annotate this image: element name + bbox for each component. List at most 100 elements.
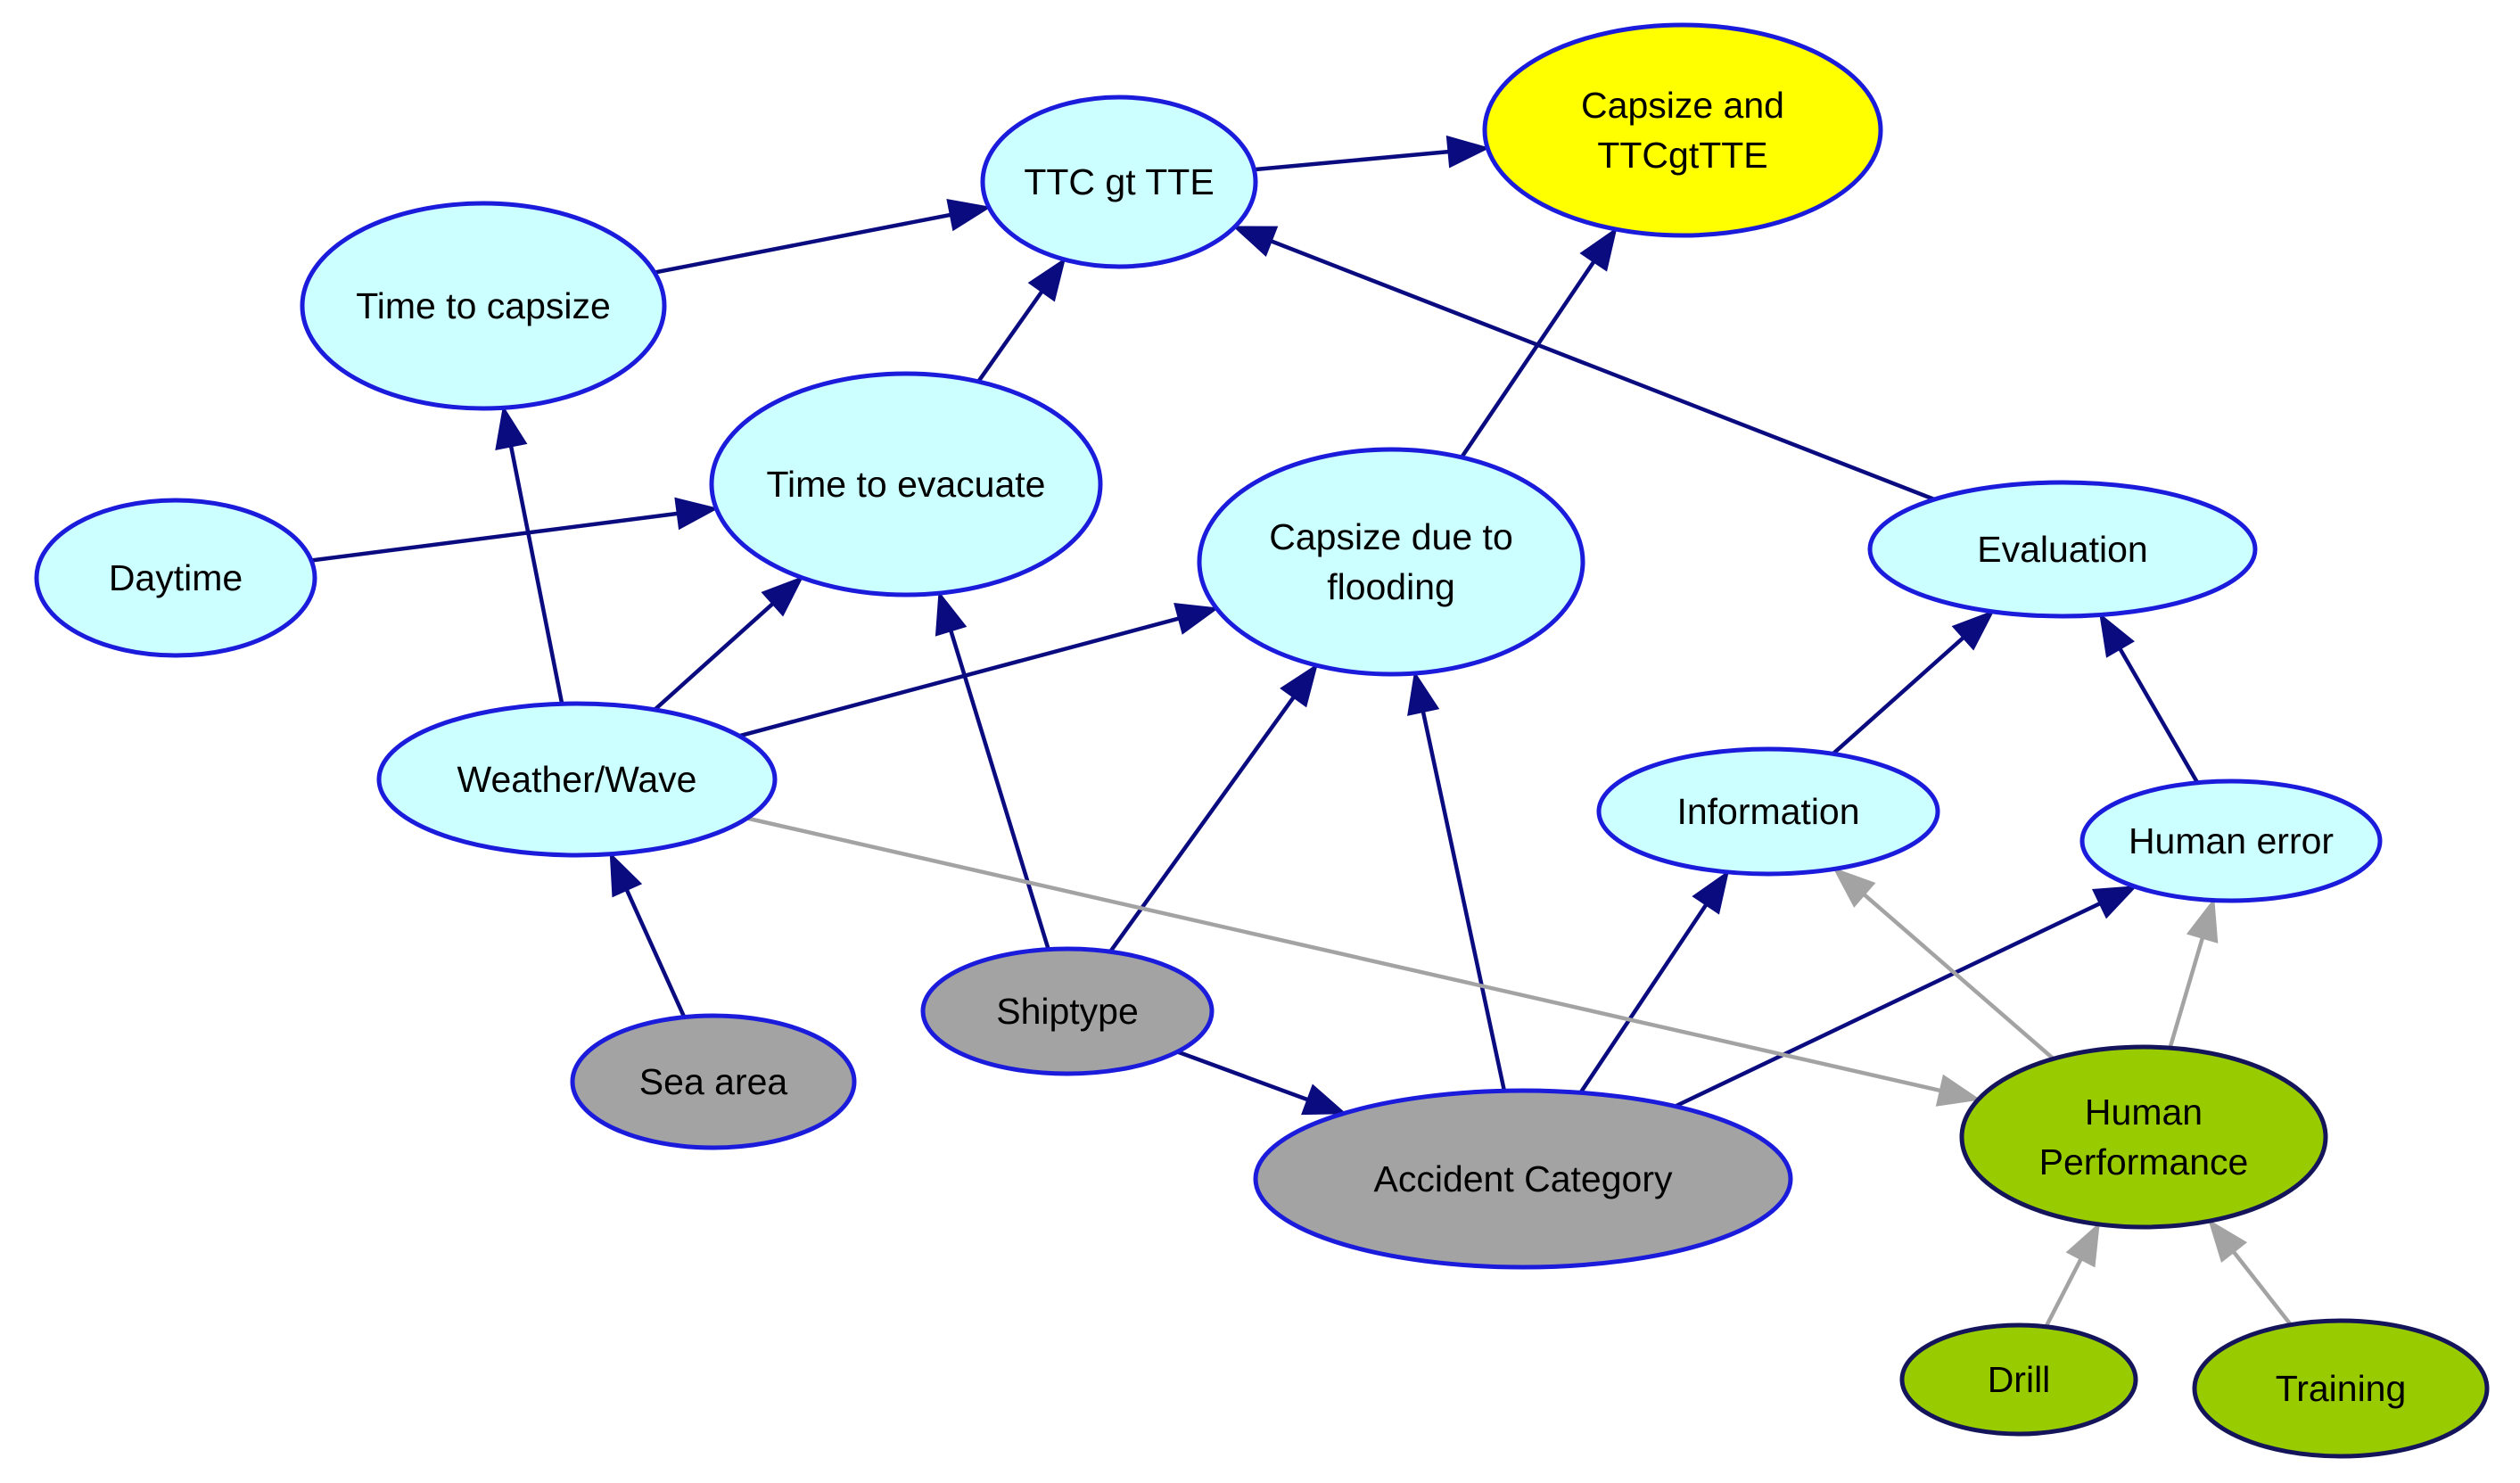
arrowhead bbox=[1301, 1083, 1347, 1116]
node-sea-area[interactable]: Sea area bbox=[570, 1013, 857, 1150]
node-human-error[interactable]: Human error bbox=[2079, 779, 2383, 903]
arrowhead bbox=[1174, 603, 1220, 635]
node-label: Human bbox=[2085, 1092, 2203, 1133]
node-label: Time to capsize bbox=[356, 285, 611, 326]
edge-time-to-capsize-to-ttc-gt-tte bbox=[654, 198, 992, 275]
edge-line bbox=[1421, 711, 1507, 1092]
edge-daytime-to-time-to-evacuate bbox=[310, 497, 720, 563]
edge-weather-wave-to-human-performance bbox=[746, 816, 1981, 1107]
edge-line bbox=[1460, 260, 1596, 459]
edge-human-performance-to-human-error bbox=[2168, 897, 2219, 1049]
node-shape bbox=[1959, 1044, 2328, 1230]
node-shape bbox=[2192, 1318, 2490, 1459]
node-time-to-capsize[interactable]: Time to capsize bbox=[300, 201, 667, 411]
node-label: Sea area bbox=[639, 1061, 788, 1102]
node-shape bbox=[2079, 779, 2383, 903]
edge-line bbox=[1674, 902, 2101, 1108]
edge-line bbox=[976, 290, 1044, 383]
node-information[interactable]: Information bbox=[1596, 746, 1940, 877]
edge-accident-category-to-human-error bbox=[1674, 886, 2137, 1108]
edge-line bbox=[738, 616, 1180, 738]
edge-human-performance-to-information bbox=[1832, 867, 2055, 1060]
node-shape bbox=[570, 1013, 857, 1150]
arrowhead bbox=[495, 405, 528, 450]
arrowhead bbox=[1027, 257, 1066, 302]
edge-weather-wave-to-capsize-due-to-flooding bbox=[738, 603, 1220, 738]
node-evaluation[interactable]: Evaluation bbox=[1867, 480, 2258, 619]
node-daytime[interactable]: Daytime bbox=[34, 498, 317, 658]
arrowhead bbox=[1935, 1074, 1981, 1107]
node-shape bbox=[920, 946, 1215, 1076]
node-label: Accident Category bbox=[1373, 1158, 1673, 1199]
node-label: Human error bbox=[2129, 820, 2334, 861]
edge-line bbox=[653, 602, 775, 712]
arrowhead bbox=[1232, 226, 1279, 258]
edge-drill-to-human-performance bbox=[2044, 1222, 2100, 1328]
edge-layer bbox=[310, 135, 2293, 1328]
node-label: Time to evacuate bbox=[767, 464, 1046, 505]
node-accident-category[interactable]: Accident Category bbox=[1253, 1088, 1793, 1270]
node-shape bbox=[1867, 480, 2258, 619]
node-label: TTC gt TTE bbox=[1024, 161, 1214, 202]
edge-weather-wave-to-time-to-capsize bbox=[495, 405, 564, 704]
arrowhead bbox=[935, 590, 968, 637]
node-shape bbox=[1596, 746, 1940, 877]
node-ttc-gt-tte[interactable]: TTC gt TTE bbox=[980, 95, 1258, 269]
edge-line bbox=[746, 816, 1941, 1093]
node-label: Performance bbox=[2039, 1141, 2249, 1182]
edge-line bbox=[1108, 696, 1296, 953]
arrowhead bbox=[1951, 610, 1995, 651]
arrowhead bbox=[2208, 1219, 2248, 1263]
edge-line bbox=[1270, 239, 1936, 502]
node-shape bbox=[1253, 1088, 1793, 1270]
arrowhead bbox=[1445, 135, 1490, 169]
edge-line bbox=[1254, 149, 1449, 172]
arrowhead bbox=[2091, 886, 2137, 919]
arrowhead bbox=[1407, 671, 1440, 716]
arrowhead bbox=[946, 198, 992, 232]
node-shiptype[interactable]: Shiptype bbox=[920, 946, 1215, 1076]
edge-accident-category-to-capsize-due-to-flooding bbox=[1407, 671, 1507, 1092]
node-weather-wave[interactable]: Weather/Wave bbox=[376, 701, 778, 858]
node-label: Training bbox=[2276, 1368, 2407, 1409]
arrowhead bbox=[609, 852, 643, 898]
edge-weather-wave-to-time-to-evacuate bbox=[653, 575, 804, 712]
edge-line bbox=[2232, 1250, 2293, 1326]
arrowhead bbox=[1280, 663, 1319, 708]
arrowhead bbox=[2186, 897, 2219, 943]
node-label: Drill bbox=[1988, 1359, 2051, 1400]
edge-line bbox=[2118, 647, 2200, 784]
node-label: Evaluation bbox=[1977, 529, 2147, 570]
node-label: Daytime bbox=[109, 557, 243, 598]
arrowhead bbox=[674, 497, 720, 531]
node-shape bbox=[980, 95, 1258, 269]
node-label: Shiptype bbox=[996, 991, 1139, 1032]
arrowhead bbox=[2065, 1222, 2100, 1268]
edge-ttc-gt-tte-to-capsize-ttcgttte bbox=[1254, 135, 1490, 172]
arrowhead bbox=[761, 575, 804, 617]
edge-accident-category-to-information bbox=[1578, 869, 1730, 1094]
node-training[interactable]: Training bbox=[2192, 1318, 2490, 1459]
edge-line bbox=[654, 212, 951, 275]
node-label: flooding bbox=[1327, 566, 1455, 607]
node-drill[interactable]: Drill bbox=[1899, 1322, 2138, 1437]
node-shape bbox=[709, 371, 1103, 597]
edge-information-to-evaluation bbox=[1832, 610, 1995, 755]
arrowhead bbox=[2099, 613, 2135, 658]
node-time-to-evacuate[interactable]: Time to evacuate bbox=[709, 371, 1103, 597]
node-shape bbox=[1899, 1322, 2138, 1437]
node-shape bbox=[1197, 447, 1585, 677]
edge-human-error-to-evaluation bbox=[2099, 613, 2200, 784]
node-label: Information bbox=[1676, 791, 1859, 832]
edge-shiptype-to-time-to-evacuate bbox=[935, 590, 1050, 951]
edge-line bbox=[1176, 1050, 1309, 1102]
edge-capsize-due-to-flooding-to-capsize-ttcgttte bbox=[1460, 227, 1618, 459]
edge-line bbox=[1578, 903, 1709, 1094]
edge-line bbox=[624, 888, 687, 1018]
edge-line bbox=[508, 445, 564, 704]
